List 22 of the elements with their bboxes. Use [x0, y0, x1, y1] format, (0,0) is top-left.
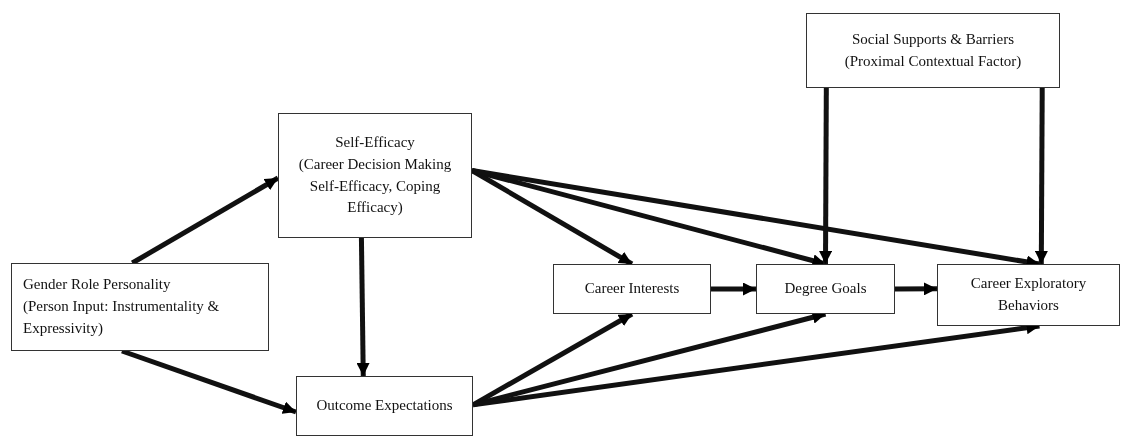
box-label: Social Supports & Barriers [851, 29, 1015, 49]
box-label: Self-Efficacy [335, 133, 415, 152]
box-label: (Proximal Contextual Factor) [844, 51, 1022, 71]
arrow [1034, 88, 1048, 264]
box-label: Career Exploratory Behaviors [969, 274, 1088, 315]
text-box [278, 113, 472, 238]
box-label: (Career Decision Making Self-Efficacy, Coping Efficacy) [297, 154, 453, 218]
text-box [11, 263, 269, 351]
text-box [806, 13, 1060, 88]
box-label: Degree Goals [784, 279, 867, 299]
text-box [553, 264, 711, 314]
text-box [296, 376, 473, 436]
arrow [356, 237, 370, 377]
arrow [895, 282, 937, 296]
box-label: Outcome Expectations [316, 396, 453, 416]
text-box [937, 264, 1120, 326]
box-label: Career Interests [584, 279, 680, 299]
arrow [819, 88, 833, 264]
box-label: Gender Role Personality [23, 275, 171, 295]
arrow [711, 282, 756, 296]
text-box [756, 264, 895, 314]
box-label: (Person Input: Instrumentality & Expressivity) [23, 297, 221, 338]
